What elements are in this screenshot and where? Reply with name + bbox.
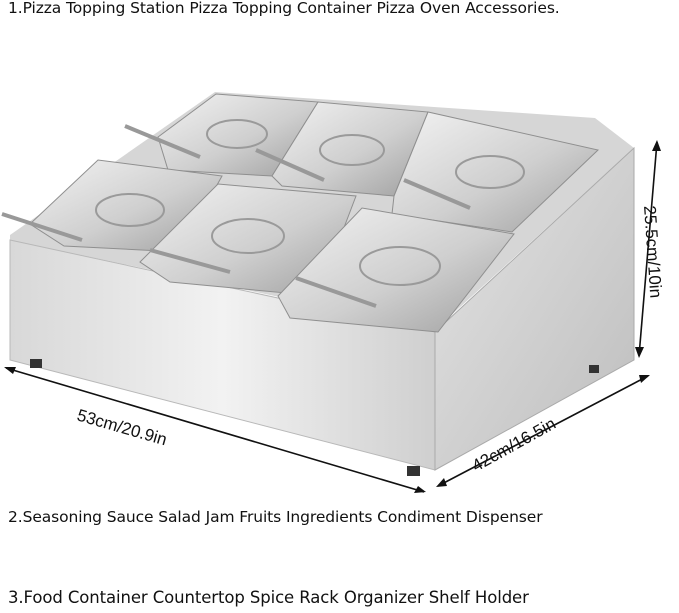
caption-line-2: 2.Seasoning Sauce Salad Jam Fruits Ingre… bbox=[8, 508, 543, 526]
height-dimension-arrow bbox=[635, 140, 661, 358]
caption-line-1: 1.Pizza Topping Station Pizza Topping Co… bbox=[8, 0, 560, 17]
pan-lid-front-right bbox=[277, 207, 515, 333]
cabinet-foot bbox=[589, 365, 599, 373]
width-dimension-arrow bbox=[4, 367, 426, 493]
cabinet-foot bbox=[30, 359, 42, 368]
pan-lid-back-right bbox=[391, 111, 600, 233]
cabinet-foot bbox=[407, 466, 420, 476]
cabinet-side-panel bbox=[434, 146, 635, 471]
height-dimension-label: 25.5cm/10in bbox=[640, 205, 665, 299]
pan-lid-back-left bbox=[124, 93, 319, 177]
depth-dimension-arrow bbox=[436, 375, 650, 487]
caption-line-3: 3.Food Container Countertop Spice Rack O… bbox=[8, 588, 529, 607]
